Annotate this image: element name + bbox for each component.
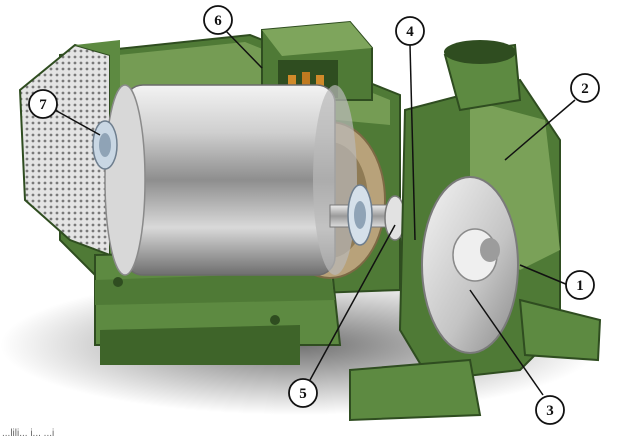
callout-4-label: 4	[406, 24, 414, 40]
callout-7: 7	[28, 89, 58, 119]
base-bolt-1	[113, 277, 123, 287]
impeller-hub	[480, 238, 500, 262]
callout-2-label: 2	[581, 81, 589, 97]
leader-line-2	[504, 99, 576, 161]
base-bolt-2	[270, 315, 280, 325]
callout-1-label: 1	[576, 278, 584, 294]
callout-1: 1	[565, 270, 595, 300]
callout-6: 6	[203, 5, 233, 35]
callout-4: 4	[395, 16, 425, 46]
terminal-connector-1	[288, 75, 296, 89]
rotor	[104, 84, 357, 276]
cropped-caption: ...lili... i... ...i	[2, 428, 55, 439]
callout-6-label: 6	[214, 13, 222, 29]
leader-lines	[54, 29, 576, 396]
terminal-box	[261, 20, 373, 101]
leader-line-4	[409, 44, 416, 241]
callout-5-label: 5	[299, 386, 307, 402]
impeller	[421, 176, 519, 354]
terminal-connector-3	[316, 75, 324, 89]
leader-line-3	[469, 289, 544, 396]
callout-2: 2	[570, 73, 600, 103]
leader-line-5	[309, 224, 396, 381]
leader-line-7	[54, 109, 101, 136]
callout-7-label: 7	[39, 97, 47, 113]
front-bearing	[347, 184, 373, 246]
callout-3-label: 3	[546, 403, 554, 419]
leader-line-6	[224, 29, 263, 69]
leader-line-1	[519, 264, 569, 286]
callout-3: 3	[535, 395, 565, 425]
callout-5: 5	[288, 378, 318, 408]
terminal-connector-2	[302, 72, 310, 88]
rear-bearing	[92, 120, 118, 170]
